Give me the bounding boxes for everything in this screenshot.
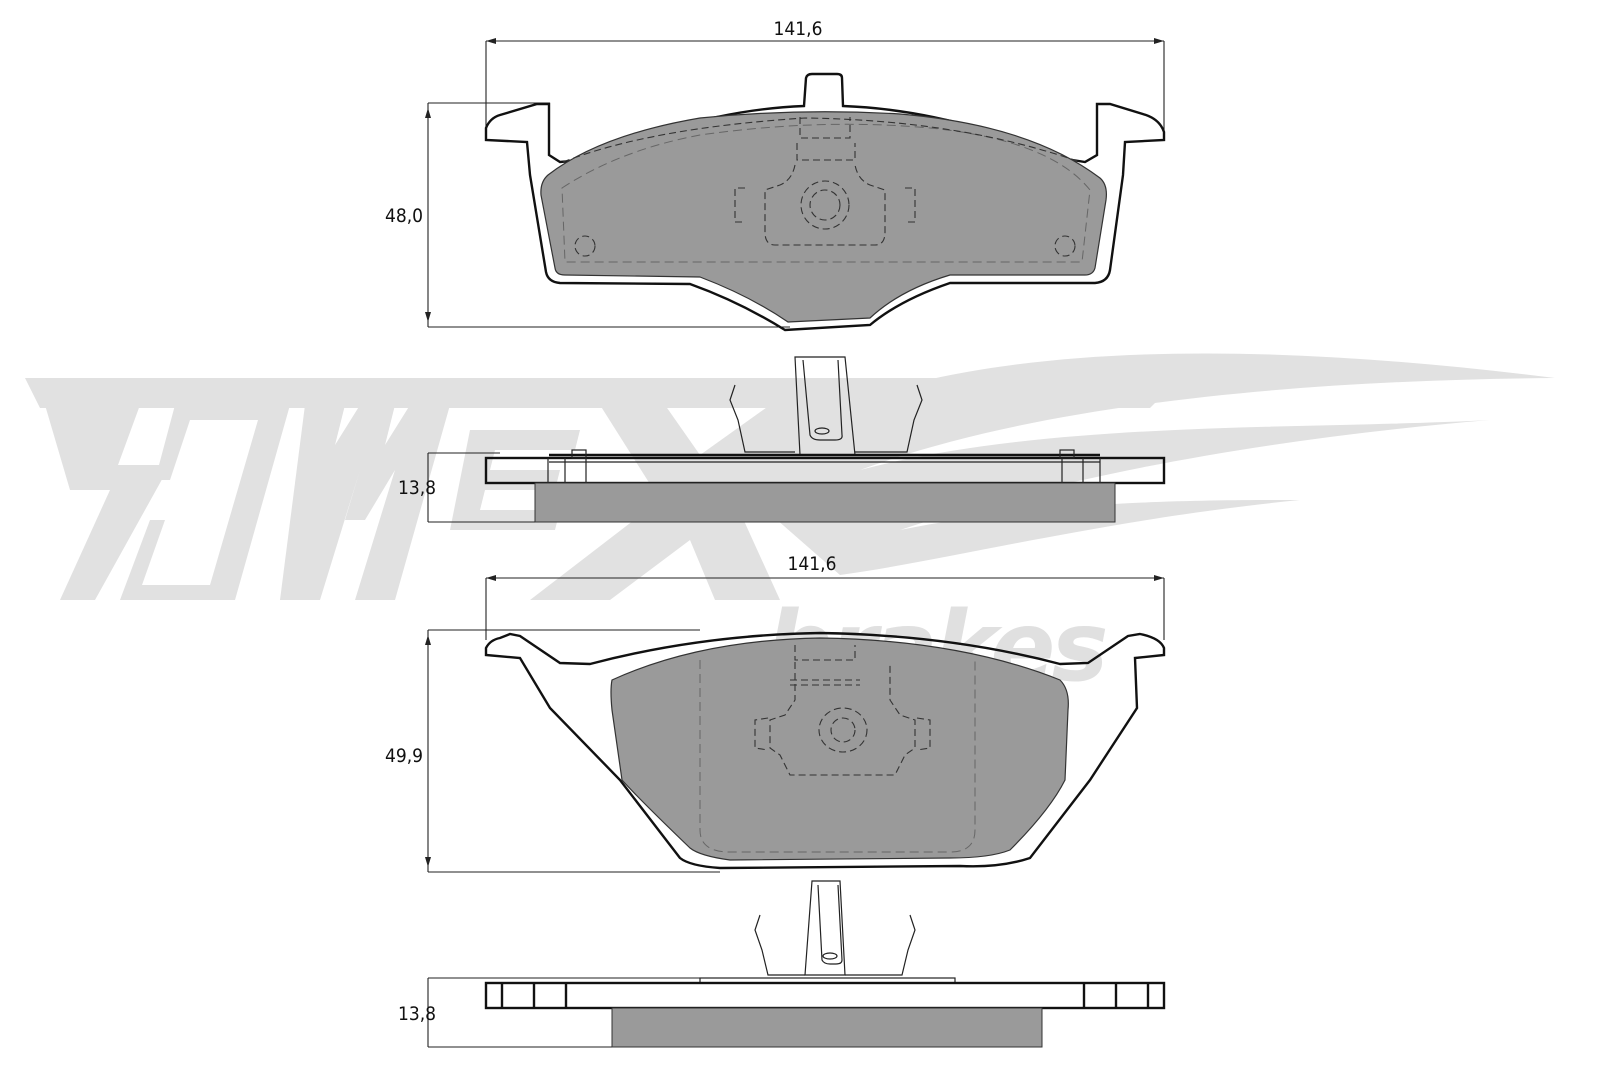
pad-1-thickness-label: 13,8 [398,477,436,499]
pad-2-thickness-label: 13,8 [398,1003,436,1025]
pad-1-front-view: 141,6 48,0 [385,18,1166,332]
pad-2-width-label: 141,6 [788,553,837,575]
pad-1-height-label: 48,0 [385,205,423,227]
pad-1-width-label: 141,6 [774,18,823,40]
pad-2-height-label: 49,9 [385,745,423,767]
pad-2-front-view: 141,6 49,9 [385,553,1166,873]
pad-2-side-view: 13,8 [398,880,1166,1048]
pad-1-side-view: 13,8 [398,356,1166,523]
